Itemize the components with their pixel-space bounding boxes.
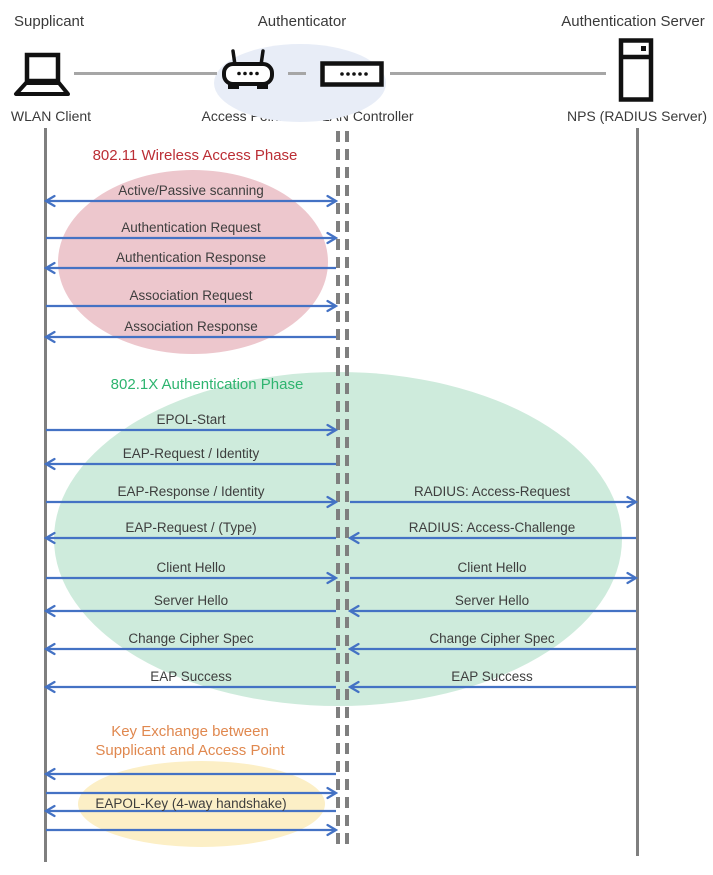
wlan-controller-icon (320, 61, 384, 87)
message-label: RADIUS: Access-Request (413, 484, 571, 499)
lifeline-wlan-client (44, 128, 47, 862)
message-label: Server Hello (454, 593, 530, 608)
message-label: EAP-Request / Identity (122, 446, 260, 461)
nps-server-label: NPS (RADIUS Server) (566, 108, 708, 124)
message-label: Change Cipher Spec (429, 631, 555, 646)
message-label: EAPOL-Key (4-way handshake) (95, 796, 287, 811)
message-label: Authentication Request (121, 220, 261, 235)
lifeline-nps-server (636, 128, 639, 856)
message-label: EPOL-Start (156, 412, 226, 427)
role-supplicant-title: Supplicant (14, 13, 85, 30)
phase3-title: Key Exchange between Supplicant and Acce… (75, 722, 305, 760)
message-label: Server Hello (153, 593, 229, 608)
laptop-icon (14, 52, 70, 96)
message-label: Client Hello (457, 560, 527, 575)
message-label: Association Request (129, 288, 253, 303)
phase3-title-line1: Key Exchange between (111, 723, 269, 740)
message-label: EAP-Response / Identity (117, 484, 265, 499)
message-label: Association Response (124, 319, 258, 334)
connector-client-ap (74, 72, 217, 75)
lifeline-wlan-controller-dashed (345, 131, 349, 851)
role-authenticator-title: Authenticator (257, 13, 347, 30)
message-label: EAP-Request / (Type) (125, 520, 257, 535)
connector-controller-server (390, 72, 606, 75)
phase3-ellipse (78, 761, 325, 847)
message-label: Client Hello (156, 560, 226, 575)
server-icon (618, 38, 654, 102)
message-label: Change Cipher Spec (128, 631, 254, 646)
wlan-client-label: WLAN Client (10, 108, 92, 124)
lifeline-access-point-dashed (336, 131, 340, 851)
phase3-title-line2: Supplicant and Access Point (95, 742, 285, 759)
message-label: RADIUS: Access-Challenge (408, 520, 576, 535)
message-label: Authentication Response (115, 250, 267, 265)
phase2-title: 802.1X Authentication Phase (110, 376, 304, 393)
phase1-title: 802.11 Wireless Access Phase (92, 147, 298, 164)
connector-ap-controller (288, 72, 306, 75)
message-label: EAP Success (150, 669, 232, 684)
role-auth-server-title: Authentication Server (561, 13, 705, 30)
access-point-icon (222, 49, 274, 89)
message-label: EAP Success (451, 669, 533, 684)
message-label: Active/Passive scanning (118, 183, 264, 198)
